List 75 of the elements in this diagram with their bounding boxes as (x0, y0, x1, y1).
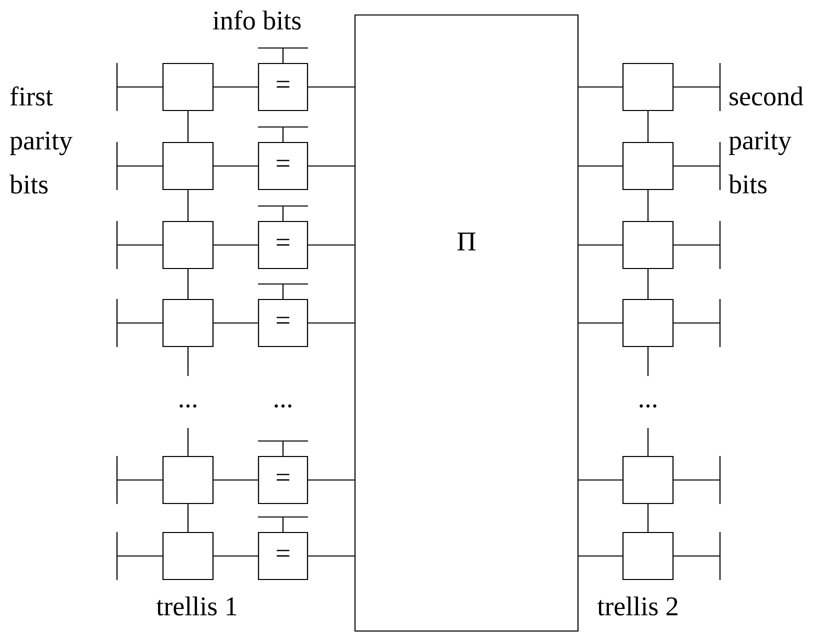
info-bits-label: info bits (212, 10, 301, 30)
edge-line (282, 518, 284, 532)
edge-line (308, 322, 354, 324)
edge-line (674, 244, 720, 246)
equality-node-box: = (258, 532, 308, 580)
edge-line (578, 165, 622, 167)
trellis-box (162, 220, 214, 270)
equality-node-box: = (258, 298, 308, 348)
edge-line (187, 111, 189, 142)
edge-line (282, 128, 284, 142)
trellis-box (622, 456, 674, 504)
edge-line (282, 48, 284, 63)
edge-line (118, 555, 162, 557)
equality-node-box: = (258, 62, 308, 112)
edge-line (647, 190, 649, 221)
edge-line (674, 555, 720, 557)
edge-line (578, 479, 622, 481)
equality-node-box: = (258, 220, 308, 270)
edge-line (187, 504, 189, 532)
ellipsis: ... (640, 404, 656, 408)
edge-line (647, 504, 649, 532)
edge-line (674, 86, 720, 88)
side-label: second parity bits (728, 86, 804, 194)
trellis-box (622, 142, 674, 190)
edge-line (118, 86, 162, 88)
edge-line (214, 165, 258, 167)
trellis-box (622, 298, 674, 348)
trellis-label: trellis 2 (597, 596, 678, 616)
trellis-box (622, 62, 674, 112)
edge-line (308, 86, 354, 88)
edge-line (214, 244, 258, 246)
edge-line (282, 206, 284, 221)
trellis-box (162, 62, 214, 112)
edge-line (647, 347, 649, 376)
edge-line (282, 284, 284, 299)
edge-line (308, 165, 354, 167)
edge-line (214, 555, 258, 557)
edge-line (647, 269, 649, 299)
trellis-box (622, 532, 674, 580)
ellipsis: ... (180, 404, 196, 408)
edge-line (118, 244, 162, 246)
edge-line (308, 555, 354, 557)
edge-line (308, 479, 354, 481)
side-label: first parity bits (10, 86, 72, 194)
trellis-box (162, 456, 214, 504)
ellipsis: ... (274, 404, 292, 408)
edge-line (578, 555, 622, 557)
edge-line (118, 322, 162, 324)
trellis-box (622, 220, 674, 270)
equality-node-box: = (258, 142, 308, 190)
edge-line (674, 165, 720, 167)
trellis-box (162, 142, 214, 190)
edge-line (282, 442, 284, 456)
edge-line (118, 165, 162, 167)
edge-line (214, 479, 258, 481)
interleaver-box: Π (354, 14, 579, 632)
edge-line (187, 269, 189, 299)
edge-line (118, 479, 162, 481)
edge-line (214, 86, 258, 88)
edge-line (578, 322, 622, 324)
edge-line (214, 322, 258, 324)
equality-node-box: = (258, 456, 308, 504)
trellis-box (162, 298, 214, 348)
edge-line (308, 244, 354, 246)
edge-line (647, 111, 649, 142)
edge-line (187, 347, 189, 376)
edge-line (187, 428, 189, 456)
trellis-box (162, 532, 214, 580)
edge-line (578, 244, 622, 246)
edge-line (187, 190, 189, 221)
edge-line (578, 86, 622, 88)
edge-line (647, 428, 649, 456)
edge-line (674, 322, 720, 324)
trellis-label: trellis 1 (156, 596, 236, 616)
edge-line (674, 479, 720, 481)
